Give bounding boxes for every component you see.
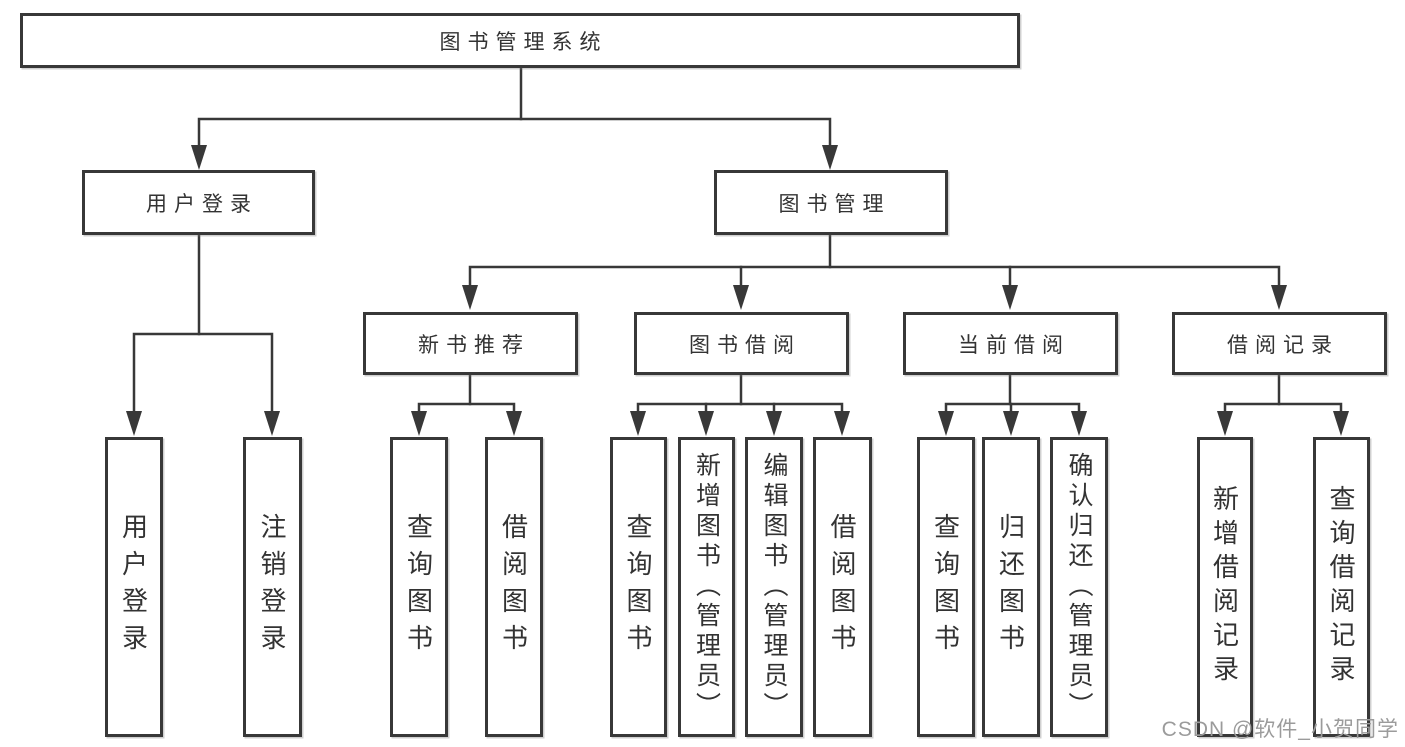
arrowhead [191,145,207,170]
arrowhead [264,411,280,436]
leaf-query-borrow-record-label: 查询借阅记录 [1326,485,1356,689]
arrowhead [506,411,522,436]
leaf-add-borrow-record-label: 新增借阅记录 [1209,485,1240,689]
node-book-management-label: 图书管理 [778,192,891,216]
leaf-borrow-books-recommend: 借阅图书 [485,437,543,737]
node-user-login: 用户登录 [82,170,315,235]
leaf-borrow-books-label: 借阅图书 [827,513,857,661]
node-borrow-records-label: 借阅记录 [1227,333,1339,357]
connector-new-book [411,371,522,436]
arrowhead [1217,411,1233,436]
leaf-logout: 注销登录 [243,437,302,737]
node-current-borrow: 当前借阅 [903,312,1118,375]
node-new-book-recommend-label: 新书推荐 [418,333,530,357]
arrowhead [834,411,850,436]
leaf-query-books-current: 查询图书 [917,437,975,737]
arrowhead [1271,285,1287,310]
arrowhead [1333,411,1349,436]
node-root: 图书管理系统 [20,13,1020,68]
arrowhead [822,145,838,170]
arrowhead [766,411,782,436]
leaf-return-books: 归还图书 [982,437,1040,737]
leaf-query-books-borrow: 查询图书 [610,437,667,737]
arrowhead [630,411,646,436]
connector-user-login [126,231,280,436]
leaf-query-books-recommend: 查询图书 [390,437,448,737]
arrowhead [462,285,478,310]
leaf-borrow-books-recommend-label: 借阅图书 [498,513,529,661]
node-root-label: 图书管理系统 [439,30,608,54]
arrowhead [126,411,142,436]
arrowhead [733,285,749,310]
node-book-borrow: 图书借阅 [634,312,849,375]
node-borrow-records: 借阅记录 [1172,312,1387,375]
leaf-user-login-label: 用户登录 [118,513,149,661]
leaf-edit-books-admin-label: 编辑图书（管理员） [760,452,788,722]
leaf-query-books-recommend-label: 查询图书 [403,513,434,661]
connector-book-borrow [630,371,850,436]
leaf-user-login: 用户登录 [105,437,163,737]
arrowhead [1002,285,1018,310]
node-book-management: 图书管理 [714,170,948,235]
leaf-query-borrow-record: 查询借阅记录 [1313,437,1370,737]
arrowhead [1071,411,1087,436]
node-book-borrow-label: 图书借阅 [689,333,801,357]
leaf-add-books-admin-label: 新增图书（管理员） [692,452,721,722]
leaf-edit-books-admin: 编辑图书（管理员） [745,437,803,737]
node-new-book-recommend: 新书推荐 [363,312,578,375]
arrowhead [938,411,954,436]
arrowhead [411,411,427,436]
watermark-text: CSDN @软件_小贺同学 [1161,718,1399,741]
leaf-confirm-return-admin: 确认归还（管理员） [1050,437,1108,737]
leaf-logout-label: 注销登录 [257,513,287,661]
leaf-query-books-current-label: 查询图书 [930,513,961,661]
leaf-query-books-borrow-label: 查询图书 [623,513,653,661]
connector-book-management [462,231,1287,310]
leaf-add-books-admin: 新增图书（管理员） [678,437,735,737]
arrowhead [1003,411,1019,436]
leaf-add-borrow-record: 新增借阅记录 [1197,437,1253,737]
leaf-return-books-label: 归还图书 [995,513,1026,661]
node-user-login-label: 用户登录 [146,192,258,216]
connector-borrow-records [1217,371,1349,436]
arrowhead [698,411,714,436]
node-current-borrow-label: 当前借阅 [958,333,1070,357]
connector-root [191,64,838,170]
leaf-borrow-books: 借阅图书 [813,437,872,737]
leaf-confirm-return-admin-label: 确认归还（管理员） [1065,452,1093,722]
connector-current-borrow [938,371,1087,436]
